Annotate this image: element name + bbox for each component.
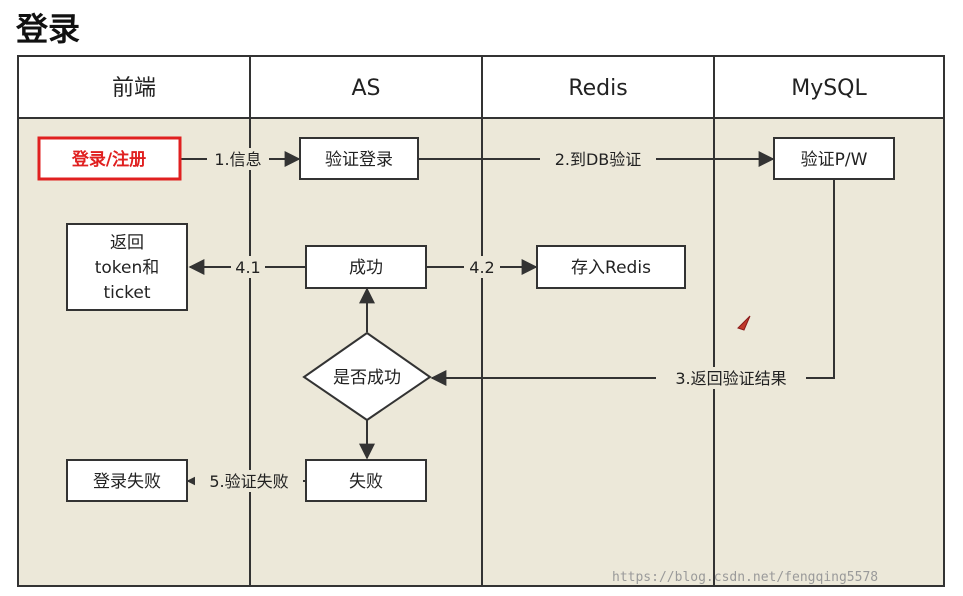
- node-label-success: 成功: [349, 258, 383, 278]
- label-bg: [207, 148, 269, 170]
- edge-label-return-result: 3.返回验证结果: [675, 369, 786, 388]
- node-label-login-register: 登录/注册: [71, 149, 146, 170]
- node-return-token: [66, 223, 188, 311]
- node-is-success-decision: [302, 331, 432, 422]
- label-bg: [464, 256, 500, 278]
- node-login-register: [37, 136, 182, 181]
- label-bg: [540, 148, 656, 170]
- node-label-return-token-line2: token和: [95, 258, 160, 278]
- edge-label-4-2: 4.2: [469, 258, 494, 277]
- lane-header-as: AS: [351, 76, 380, 101]
- label-bg: [656, 367, 806, 389]
- edge-label-4-1: 4.1: [235, 258, 260, 277]
- node-verify-login: [299, 137, 419, 180]
- lane-header-mysql: MySQL: [791, 76, 867, 101]
- node-label-return-token-line1: 返回: [110, 233, 144, 253]
- node-label-store-redis: 存入Redis: [571, 258, 651, 278]
- edge-label-info: 1.信息: [214, 150, 261, 169]
- edge-label-verify-fail: 5.验证失败: [209, 472, 288, 491]
- node-label-return-token-line3: ticket: [103, 283, 150, 303]
- node-failure: [305, 459, 427, 502]
- edge-label-to-db: 2.到DB验证: [555, 150, 642, 169]
- node-verify-pw: [773, 137, 895, 180]
- label-bg: [195, 470, 303, 492]
- node-label-verify-pw: 验证P/W: [801, 150, 868, 170]
- node-success: [305, 245, 427, 289]
- page-title: 登录: [16, 10, 81, 48]
- node-store-redis: [536, 245, 686, 289]
- pen-cursor-icon: [737, 315, 751, 331]
- edge-return-result: [430, 178, 835, 386]
- lane-header-redis: Redis: [568, 76, 627, 101]
- node-label-failure: 失败: [349, 472, 383, 492]
- node-label-login-failed: 登录失败: [93, 472, 161, 492]
- watermark-text: https://blog.csdn.net/fengqing5578: [612, 570, 878, 585]
- label-bg: [231, 256, 265, 278]
- node-label-verify-login: 验证登录: [325, 150, 393, 170]
- lane-header-frontend: 前端: [112, 76, 156, 101]
- node-label-is-success: 是否成功: [333, 368, 401, 388]
- node-login-failed: [66, 459, 188, 502]
